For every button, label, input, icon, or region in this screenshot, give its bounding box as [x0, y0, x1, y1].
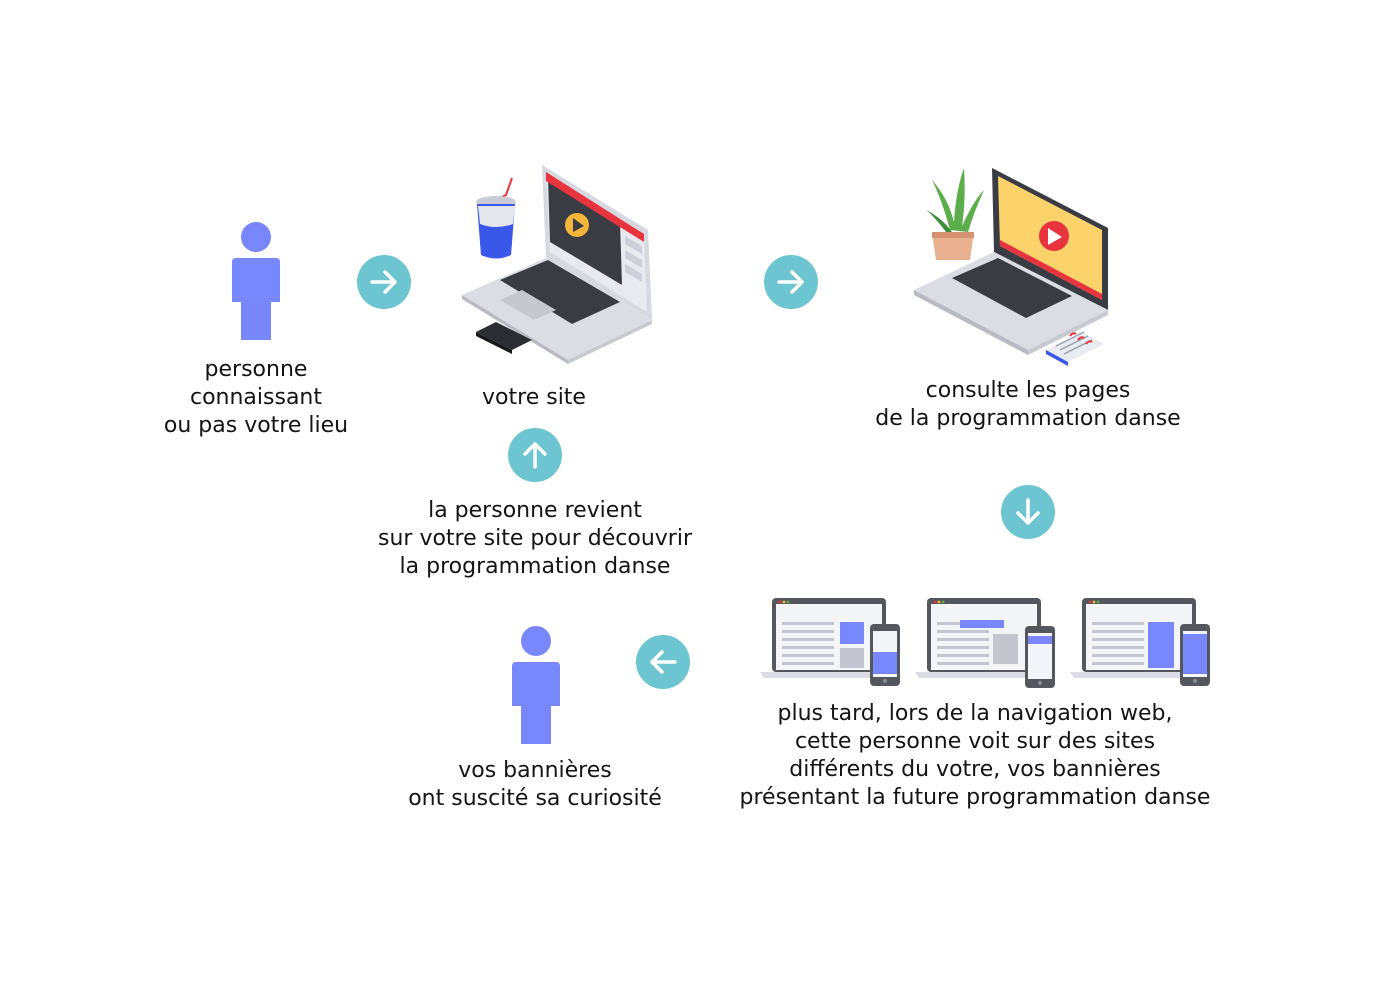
arrow-up-icon [508, 428, 562, 482]
caption-line: vos bannières [458, 758, 612, 783]
person-icon [232, 222, 280, 340]
arrow-right-icon [357, 255, 411, 309]
caption-return: la personne revient sur votre site pour … [335, 497, 735, 581]
laptop-yellow-icon [914, 168, 1108, 366]
caption-site: votre site [434, 384, 634, 412]
caption-line: de la programmation danse [875, 406, 1181, 431]
caption-line: différents du votre, vos bannières [789, 757, 1161, 782]
laptop-video-icon [462, 165, 652, 364]
caption-line: la personne revient [428, 498, 642, 523]
person-icon [512, 626, 560, 744]
caption-line: sur votre site pour découvrir [378, 526, 692, 551]
caption-line: connaissant [189, 385, 322, 410]
caption-later: plus tard, lors de la navigation web, ce… [700, 700, 1250, 812]
caption-line: cette personne voit sur des sites [794, 729, 1156, 754]
caption-line: la programmation danse [399, 554, 671, 579]
caption-person: personne connaissant ou pas votre lieu [136, 356, 376, 440]
arrow-down-icon [1001, 485, 1055, 539]
caption-line: plus tard, lors de la navigation web, [777, 701, 1173, 726]
caption-pages: consulte les pages de la programmation d… [828, 377, 1228, 433]
arrow-right-icon [764, 255, 818, 309]
caption-line: consulte les pages [925, 378, 1131, 403]
caption-curiosity: vos bannières ont suscité sa curiosité [385, 757, 685, 813]
caption-line: ont suscité sa curiosité [408, 786, 662, 811]
arrow-left-icon [636, 635, 690, 689]
caption-line: présentant la future programmation danse [739, 785, 1211, 810]
devices-icon [760, 598, 1210, 688]
caption-line: votre site [482, 385, 586, 410]
caption-line: personne [204, 357, 308, 382]
caption-line: ou pas votre lieu [163, 413, 349, 438]
